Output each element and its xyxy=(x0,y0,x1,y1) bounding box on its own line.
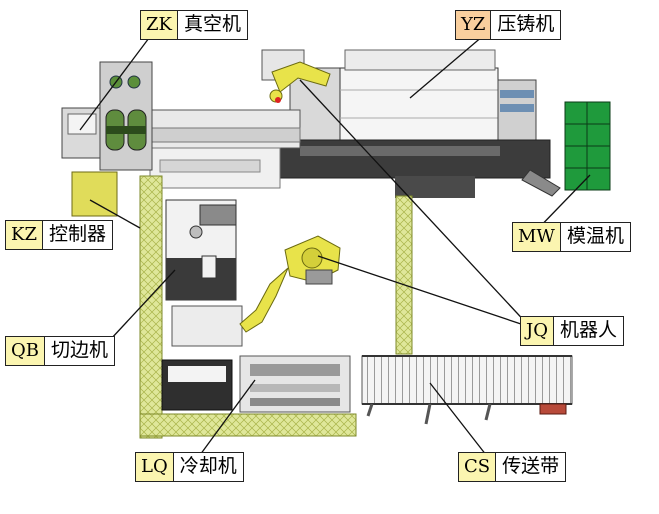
label-cooling-machine: LQ 冷却机 xyxy=(135,452,244,482)
label-die-casting-machine: YZ 压铸机 xyxy=(455,10,562,40)
label-code: YZ xyxy=(456,11,492,39)
safety-fence xyxy=(139,175,413,439)
label-name: 压铸机 xyxy=(497,13,555,35)
label-robot: JQ 机器人 xyxy=(520,316,624,346)
label-controller: KZ 控制器 xyxy=(5,220,113,250)
label-conveyor: CS 传送带 xyxy=(458,452,567,482)
label-vacuum-machine: ZK 真空机 xyxy=(140,10,248,40)
label-code: MW xyxy=(513,223,561,251)
controller-box xyxy=(71,171,118,217)
label-name: 机器人 xyxy=(559,319,617,341)
label-code: LQ xyxy=(136,453,174,481)
label-name: 控制器 xyxy=(48,223,106,245)
vacuum-machine xyxy=(61,61,153,171)
cooling-machine xyxy=(161,355,351,413)
label-code: KZ xyxy=(6,221,43,249)
label-name: 模温机 xyxy=(566,225,624,247)
label-name: 真空机 xyxy=(183,13,241,35)
label-trimming-machine: QB 切边机 xyxy=(5,336,115,366)
label-code: JQ xyxy=(521,317,554,345)
label-code: ZK xyxy=(141,11,178,39)
conveyor xyxy=(361,355,573,425)
label-name: 切边机 xyxy=(50,339,108,361)
leader-lines xyxy=(79,29,591,461)
mold-temperature-machine xyxy=(564,101,611,191)
label-name: 传送带 xyxy=(502,455,560,477)
label-code: CS xyxy=(459,453,497,481)
central-robot xyxy=(239,235,341,333)
trimming-machine xyxy=(165,199,243,347)
machine-bed xyxy=(149,109,301,189)
die-casting-machine xyxy=(261,49,561,198)
label-code: QB xyxy=(6,337,45,365)
label-name: 冷却机 xyxy=(179,455,237,477)
label-mold-temperature-machine: MW 模温机 xyxy=(512,222,631,252)
